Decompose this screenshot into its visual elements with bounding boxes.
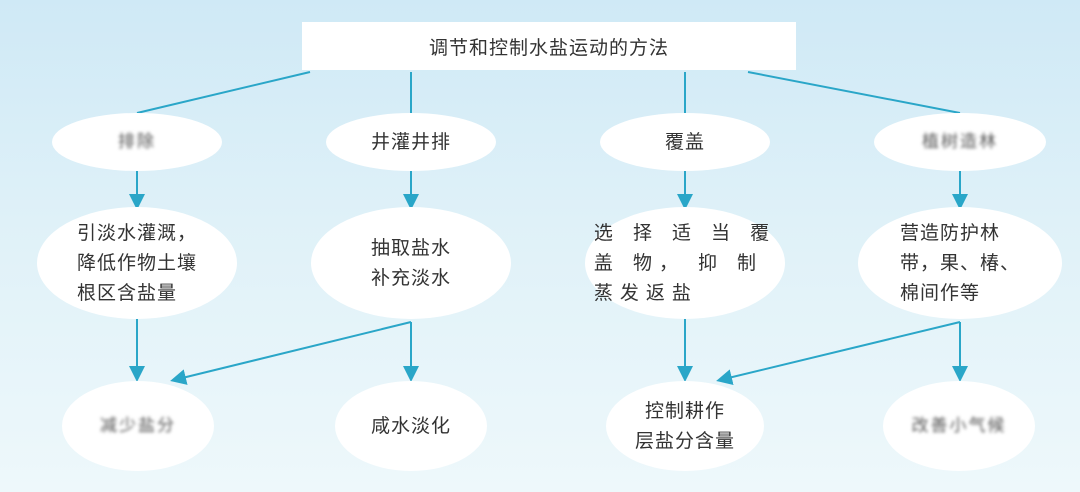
outcome-node-1: 减少盐分 bbox=[62, 381, 214, 471]
measure-node-2: 抽取盐水 补充淡水 bbox=[311, 207, 511, 319]
measure-3-text: 选 择 适 当 覆 盖 物， 抑 制 蒸发返盐 bbox=[593, 222, 777, 304]
method-3-label: 覆盖 bbox=[664, 131, 705, 153]
measure-node-3: 选 择 适 当 覆 盖 物， 抑 制 蒸发返盐 bbox=[585, 207, 785, 319]
outcome-1-text: 减少盐分 bbox=[100, 416, 176, 436]
method-node-1: 排除 bbox=[52, 113, 222, 171]
outcome-node-2: 咸水淡化 bbox=[335, 381, 487, 471]
measure-1-text: 引淡水灌溉， 降低作物土壤 根区含盐量 bbox=[76, 222, 197, 304]
title-to-method-4-line bbox=[747, 71, 961, 114]
outcome-3-text: 控制耕作 层盐分含量 bbox=[634, 400, 735, 452]
measure-node-4: 营造防护林 带，果、椿、 棉间作等 bbox=[858, 207, 1062, 319]
outcome-node-4: 改善小气候 bbox=[883, 381, 1035, 471]
method-2-label: 井灌井排 bbox=[370, 131, 451, 153]
diagram-title-text: 调节和控制水盐运动的方法 bbox=[428, 36, 669, 59]
outcome-4-text: 改善小气候 bbox=[911, 416, 1007, 436]
title-to-method-1-line bbox=[136, 71, 311, 114]
method-node-3: 覆盖 bbox=[600, 113, 770, 171]
measure-4-to-outcome-3-arrow bbox=[716, 321, 961, 385]
method-1-label: 排除 bbox=[118, 132, 156, 152]
method-node-4: 植树造林 bbox=[874, 113, 1046, 171]
measure-2-text: 抽取盐水 补充淡水 bbox=[370, 237, 451, 289]
method-4-label: 植树造林 bbox=[922, 132, 998, 152]
measure-2-to-outcome-1-arrow bbox=[170, 321, 412, 385]
measure-4-text: 营造防护林 带，果、椿、 棉间作等 bbox=[899, 222, 1020, 304]
diagram-title: 调节和控制水盐运动的方法 bbox=[302, 22, 796, 70]
outcome-2-text: 咸水淡化 bbox=[370, 415, 451, 437]
measure-node-1: 引淡水灌溉， 降低作物土壤 根区含盐量 bbox=[37, 207, 237, 319]
outcome-node-3: 控制耕作 层盐分含量 bbox=[606, 381, 764, 471]
method-node-2: 井灌井排 bbox=[326, 113, 496, 171]
